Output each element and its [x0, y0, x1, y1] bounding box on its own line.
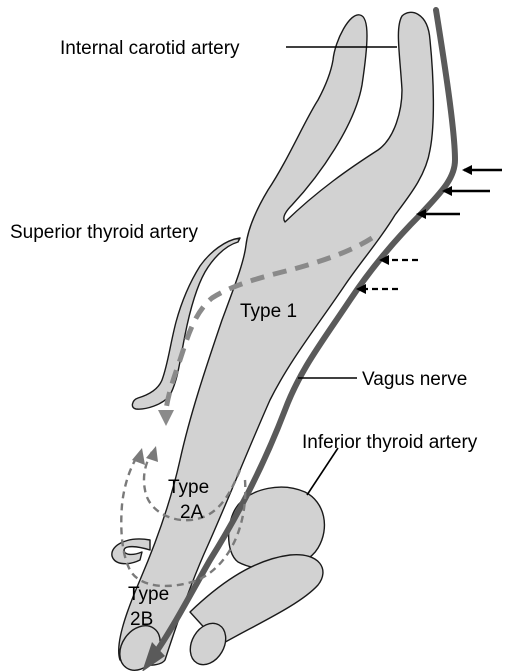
superior-thyroid-label: Superior thyroid artery: [10, 222, 198, 243]
inferior-thyroid-label: Inferior thyroid artery: [302, 432, 478, 453]
type2a-arrowhead: [146, 446, 158, 462]
vagus-label: Vagus nerve: [362, 369, 467, 390]
inferior-thyroid-leader: [307, 448, 338, 495]
type1-arrowhead: [158, 410, 174, 426]
type2b-label-line2: 2B: [130, 609, 153, 630]
type2a-label-line1: Type: [168, 477, 209, 498]
type2b-label-line1: Type: [128, 584, 169, 605]
type1-label: Type 1: [240, 301, 297, 322]
type2a-label-line2: 2A: [180, 502, 204, 523]
internal-carotid-label: Internal carotid artery: [60, 38, 240, 59]
